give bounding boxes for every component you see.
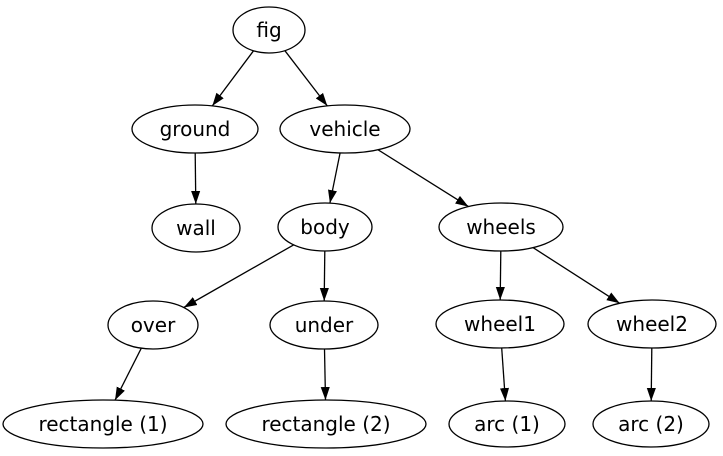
node-fig: fig (232, 6, 306, 54)
node-arc2: arc (2) (592, 400, 710, 448)
node-label: over (131, 313, 176, 337)
nodes-layer: fig ground vehicle wall body wheels over under w… (2, 6, 717, 449)
node-vehicle: vehicle (279, 104, 411, 154)
node-label: rectangle (1) (38, 412, 167, 436)
node-ellipse (438, 202, 564, 252)
edge-body-under (319, 250, 329, 302)
node-arc1: arc (1) (448, 400, 566, 448)
edge-fig-vehicle (284, 50, 328, 107)
edge-ground-wall (191, 152, 201, 205)
node-rectangle2: rectangle (2) (225, 399, 427, 449)
node-ellipse (131, 104, 259, 154)
node-label: vehicle (309, 117, 380, 141)
node-label: under (295, 313, 354, 337)
node-label: wall (176, 216, 216, 240)
node-label: wheels (466, 215, 536, 239)
edge-body-over (183, 244, 294, 309)
node-wheels: wheels (438, 202, 564, 252)
node-ellipse (151, 203, 241, 253)
edge-vehicle-wheels (377, 149, 469, 208)
edge-wheel2-arc2 (646, 347, 656, 402)
node-wheel1: wheel1 (435, 299, 565, 349)
node-rectangle1: rectangle (1) (2, 399, 204, 449)
node-label: arc (1) (474, 412, 540, 436)
node-ellipse (592, 400, 710, 448)
edge-over-rectangle1 (114, 347, 142, 401)
node-ellipse (232, 6, 306, 54)
node-label: wheel2 (616, 312, 688, 336)
node-wall: wall (151, 203, 241, 253)
node-ellipse (107, 300, 199, 350)
node-wheel2: wheel2 (587, 299, 717, 349)
node-ellipse (279, 104, 411, 154)
node-ellipse (448, 400, 566, 448)
node-ground: ground (131, 104, 259, 154)
edge-wheels-wheel1 (495, 250, 505, 301)
node-ellipse (435, 299, 565, 349)
node-label: arc (2) (618, 412, 684, 436)
node-label: rectangle (2) (261, 412, 390, 436)
node-label: wheel1 (464, 312, 536, 336)
node-body: body (277, 202, 373, 252)
node-label: ground (160, 117, 231, 141)
node-label: body (300, 215, 350, 239)
edge-under-rectangle2 (320, 348, 330, 401)
node-ellipse (277, 202, 373, 252)
node-under: under (269, 300, 379, 350)
node-ellipse (269, 300, 379, 350)
edge-wheels-wheel2 (532, 247, 621, 304)
edge-vehicle-body (328, 152, 341, 204)
node-ellipse (2, 399, 204, 449)
node-over: over (107, 300, 199, 350)
edge-wheel1-arc1 (499, 347, 510, 402)
edge-fig-ground (211, 50, 255, 107)
node-label: fig (256, 18, 281, 42)
node-ellipse (587, 299, 717, 349)
node-ellipse (225, 399, 427, 449)
edges-layer (114, 50, 656, 402)
